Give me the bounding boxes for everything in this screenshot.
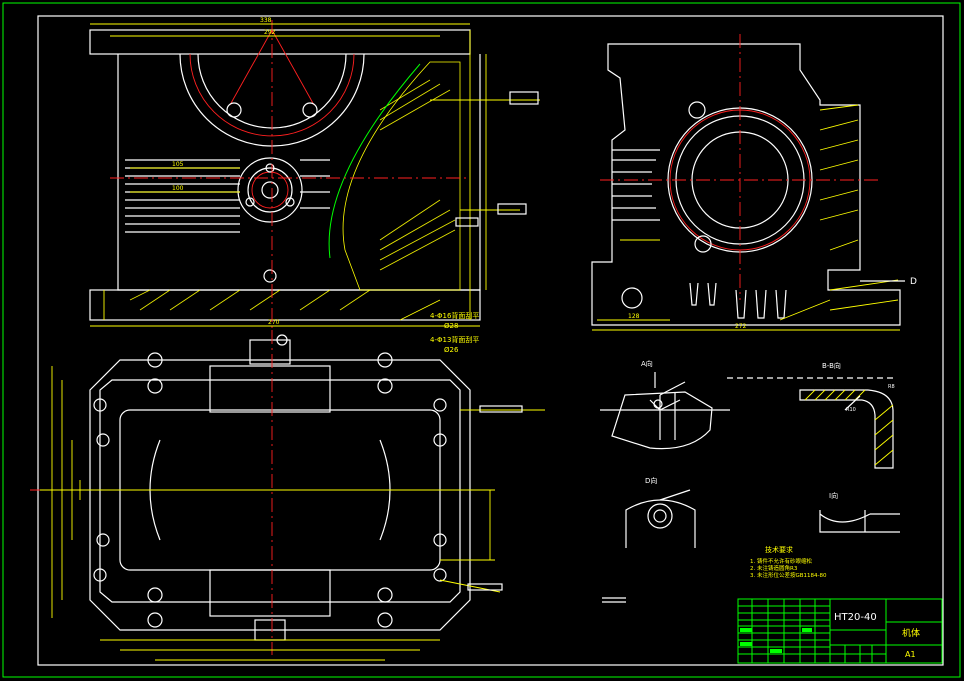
i-view: I向 — [819, 491, 900, 533]
d-marker: D — [910, 277, 917, 287]
dim-r10: R10 — [846, 407, 856, 413]
tech-req-item-1: 1. 铸件不允许有砂眼缩松 — [750, 557, 812, 565]
tech-req-item-2: 2. 未注铸造圆角R3 — [750, 564, 798, 572]
dim-side-width: 272 — [735, 323, 747, 330]
title-block: HT20-40 机体 A1 — [737, 598, 943, 664]
bolt-note-1: 4-Φ16背面刮平 — [430, 311, 479, 320]
sheet-size: A1 — [905, 650, 916, 659]
dim-top-inner: 292 — [264, 29, 276, 36]
d-view-label: D向 — [645, 476, 657, 485]
technical-requirements: 技术要求 1. 铸件不允许有砂眼缩松 2. 未注铸造圆角R3 3. 未注形位公差… — [602, 545, 827, 603]
bolt-note-2-sub: Ø26 — [444, 346, 459, 354]
bolt-note-2: 4-Φ13背面刮平 — [430, 335, 479, 344]
dim-fin-2: 100 — [172, 185, 184, 192]
i-view-label: I向 — [829, 491, 838, 500]
dim-fin-1: 105 — [172, 161, 184, 168]
part-name: 机体 — [902, 627, 920, 639]
a-view-label: A向 — [641, 359, 653, 368]
dim-side-base: 128 — [628, 313, 640, 320]
front-view: 338 292 105 100 270 4-Φ16背面刮平 Ø28 4-Φ13背… — [89, 17, 540, 354]
d-view: D向 — [625, 476, 696, 548]
tech-req-item-3: 3. 未注形位公差按GB1184-80 — [750, 571, 827, 579]
bolt-note-1-sub: Ø28 — [444, 322, 458, 330]
b-section-label: B-B向 — [822, 361, 841, 370]
dim-r8: R8 — [888, 384, 895, 390]
dim-base-length: 270 — [268, 319, 280, 326]
material-label: HT20-40 — [834, 612, 877, 623]
inner-frame — [37, 15, 944, 666]
a-view: A向 — [600, 359, 730, 450]
top-view — [30, 330, 545, 661]
b-section: B-B向 R8 R10 — [727, 361, 895, 469]
side-view: 272 128 D — [591, 34, 917, 331]
tech-req-heading: 技术要求 — [765, 545, 793, 554]
dim-top-width: 338 — [260, 17, 272, 24]
